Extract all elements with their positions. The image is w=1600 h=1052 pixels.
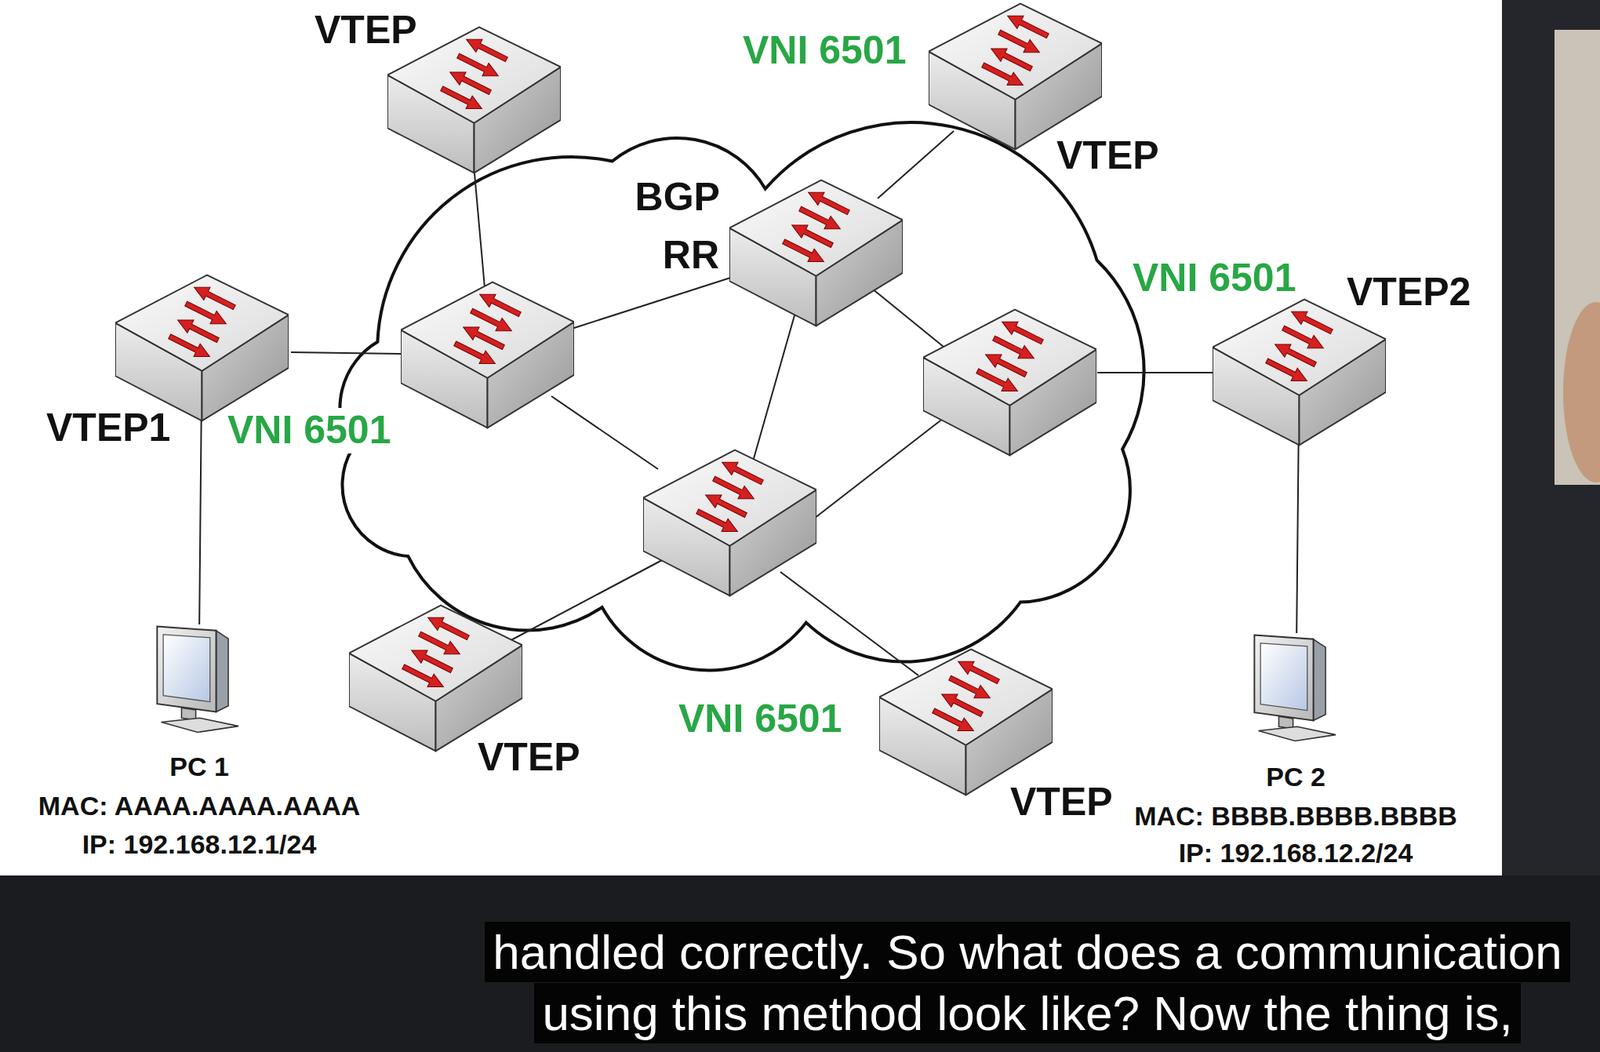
vni-label: VNI 6501 [224, 407, 394, 454]
vni-label: VNI 6501 [742, 28, 906, 74]
pc-name: PC 1 [169, 751, 230, 782]
switch-node: BGP RR [752, 198, 880, 308]
video-person-face [1563, 301, 1600, 483]
switch-node: VNI 6501VTEP [902, 667, 1030, 777]
switch-node: VTEP [410, 45, 538, 155]
subtitle-text: handled correctly. So what does a commun… [484, 921, 1571, 1044]
monitor-icon [1250, 632, 1342, 743]
ip-address: IP: 192.168.12.1/24 [82, 829, 317, 860]
link-line [1296, 426, 1299, 633]
vtep-label: VTEP [314, 7, 418, 54]
link-lines [290, 173, 1215, 676]
vtep-label: VTEP1 [46, 405, 171, 451]
switch-icon [115, 273, 289, 422]
mac-address: MAC: BBBB.BBBB.BBBB [1134, 800, 1458, 832]
switch-icon [349, 603, 523, 753]
switch-icon [879, 647, 1053, 797]
pc-node: PC 2MAC: BBBB.BBBB.BBBBIP: 192.168.12.2/… [1250, 632, 1342, 743]
switch-icon [729, 178, 903, 328]
vni-label: VNI 6501 [1129, 255, 1299, 302]
subtitle-box: handled correctly. So what does a commun… [458, 921, 1597, 1044]
vtep-label: VTEP2 [1346, 269, 1471, 316]
vni-label: VNI 6501 [678, 696, 842, 742]
switch-node: VTEP1VNI 6501 [138, 293, 266, 403]
network-cloud [339, 122, 1144, 670]
core-switch [923, 309, 1097, 456]
pc-node: PC 1MAC: AAAA.AAAA.AAAAIP: 192.168.12.1/… [152, 624, 245, 735]
switch-node: VNI 6501VTEP [952, 21, 1079, 131]
switch-icon [928, 2, 1102, 151]
monitor-icon [152, 624, 245, 735]
switch-node: VTEP [372, 623, 499, 733]
mac-address: MAC: AAAA.AAAA.AAAA [38, 790, 360, 822]
switch-node: VNI 6501VTEP2 [1236, 317, 1363, 427]
link-line [877, 130, 954, 199]
pc-name: PC 2 [1265, 761, 1326, 793]
core-switch [400, 282, 575, 429]
route-reflector-label: BGP RR [635, 167, 720, 284]
ip-address: IP: 192.168.12.2/24 [1178, 837, 1414, 869]
vtep-label: VTEP [477, 734, 581, 781]
core-switch [643, 450, 817, 597]
vtep-label: VTEP [1056, 133, 1160, 179]
vtep-label: VTEP [1010, 779, 1113, 826]
diagram-panel [0, 0, 1502, 876]
link-line [199, 402, 202, 625]
switch-icon [1212, 298, 1386, 447]
